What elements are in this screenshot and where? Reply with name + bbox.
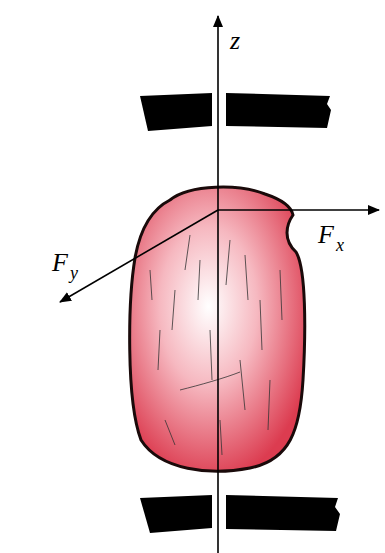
axis-subscript: y bbox=[70, 264, 78, 282]
fx-axis bbox=[218, 209, 379, 211]
axis-label: F bbox=[52, 250, 68, 276]
electrode-plate bbox=[140, 495, 212, 533]
fy-axis bbox=[60, 210, 218, 302]
grain-texture bbox=[150, 235, 282, 455]
electrode-plate bbox=[226, 93, 331, 128]
axis-subscript: x bbox=[336, 236, 344, 254]
electrode-plate bbox=[226, 495, 340, 531]
axis-label: F bbox=[318, 222, 334, 248]
z-axis bbox=[217, 16, 219, 553]
electrode-plate bbox=[140, 93, 212, 131]
axis-label: z bbox=[230, 28, 240, 54]
